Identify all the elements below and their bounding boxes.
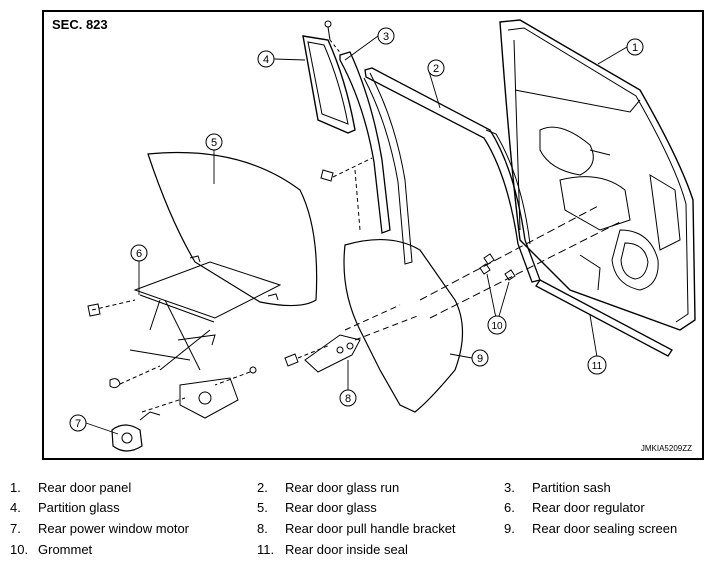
legend-number: 1. bbox=[10, 480, 21, 495]
legend-name: Rear door inside seal bbox=[285, 542, 408, 557]
callout-2: 2 bbox=[427, 59, 445, 77]
legend-number: 11. bbox=[257, 542, 275, 557]
legend-number: 2. bbox=[257, 480, 268, 495]
svg-text:2: 2 bbox=[433, 63, 439, 75]
callout-10: 10 bbox=[487, 315, 507, 335]
callout-5: 5 bbox=[205, 133, 223, 151]
svg-text:1: 1 bbox=[632, 42, 638, 54]
legend-number: 10. bbox=[10, 542, 29, 557]
rear-door-inside-seal-part bbox=[535, 279, 673, 357]
partition-glass-part bbox=[302, 35, 356, 134]
legend-number: 5. bbox=[257, 500, 268, 515]
legend-name: Partition glass bbox=[38, 500, 120, 515]
legend-number: 4. bbox=[10, 500, 21, 515]
legend-number: 6. bbox=[504, 500, 515, 515]
sash-bolt bbox=[320, 157, 373, 231]
callout-1: 1 bbox=[626, 38, 644, 56]
legend-name: Rear door regulator bbox=[532, 500, 645, 515]
legend-name: Grommet bbox=[38, 542, 93, 557]
legend-number: 9. bbox=[504, 521, 515, 536]
callout-8: 8 bbox=[339, 389, 357, 407]
legend-name: Rear power window motor bbox=[38, 521, 190, 536]
diagram-code: JMKIA5209ZZ bbox=[640, 444, 692, 453]
callout-11: 11 bbox=[587, 355, 607, 375]
legend-name: Rear door pull handle bracket bbox=[285, 521, 456, 536]
rear-power-window-motor-part bbox=[111, 366, 257, 452]
rear-door-regulator-part bbox=[87, 261, 282, 389]
grommet-part bbox=[479, 253, 516, 281]
exploded-view-drawing: 1 2 3 4 5 6 7 8 9 10 11 bbox=[69, 19, 696, 452]
callout-3: 3 bbox=[377, 27, 395, 45]
svg-text:3: 3 bbox=[383, 31, 389, 43]
rear-door-glass-run-part bbox=[363, 67, 541, 283]
legend-name: Rear door glass run bbox=[285, 480, 400, 495]
diagram-frame: SEC. 823 JMKIA5209ZZ bbox=[42, 10, 704, 460]
legend-name: Rear door panel bbox=[38, 480, 132, 495]
partition-sash-part bbox=[324, 20, 391, 234]
legend-number: 3. bbox=[504, 480, 515, 495]
parts-legend: 1. Rear door panel 2. Rear door glass ru… bbox=[0, 478, 717, 563]
svg-text:10: 10 bbox=[491, 321, 503, 332]
section-label: SEC. 823 bbox=[52, 17, 108, 32]
callout-markers: 1 2 3 4 5 6 7 8 9 10 11 bbox=[69, 27, 644, 432]
rear-door-sealing-screen-part bbox=[343, 204, 621, 413]
rear-door-panel-part bbox=[499, 19, 696, 331]
legend-name: Rear door glass bbox=[285, 500, 377, 515]
callout-7: 7 bbox=[69, 414, 87, 432]
svg-text:6: 6 bbox=[136, 248, 142, 260]
legend-number: 8. bbox=[257, 521, 268, 536]
svg-text:5: 5 bbox=[211, 137, 217, 149]
legend-number: 7. bbox=[10, 521, 21, 536]
callout-9: 9 bbox=[471, 349, 489, 367]
rear-door-glass-part bbox=[147, 151, 318, 307]
svg-text:7: 7 bbox=[75, 418, 81, 430]
svg-text:8: 8 bbox=[345, 393, 351, 405]
svg-text:9: 9 bbox=[477, 353, 483, 365]
svg-text:4: 4 bbox=[263, 54, 269, 66]
legend-name: Partition sash bbox=[532, 480, 611, 495]
callout-4: 4 bbox=[257, 50, 275, 68]
rear-door-pull-handle-bracket-part bbox=[284, 304, 421, 373]
legend-name: Rear door sealing screen bbox=[532, 521, 678, 536]
callout-6: 6 bbox=[130, 244, 148, 262]
svg-text:11: 11 bbox=[592, 361, 603, 372]
